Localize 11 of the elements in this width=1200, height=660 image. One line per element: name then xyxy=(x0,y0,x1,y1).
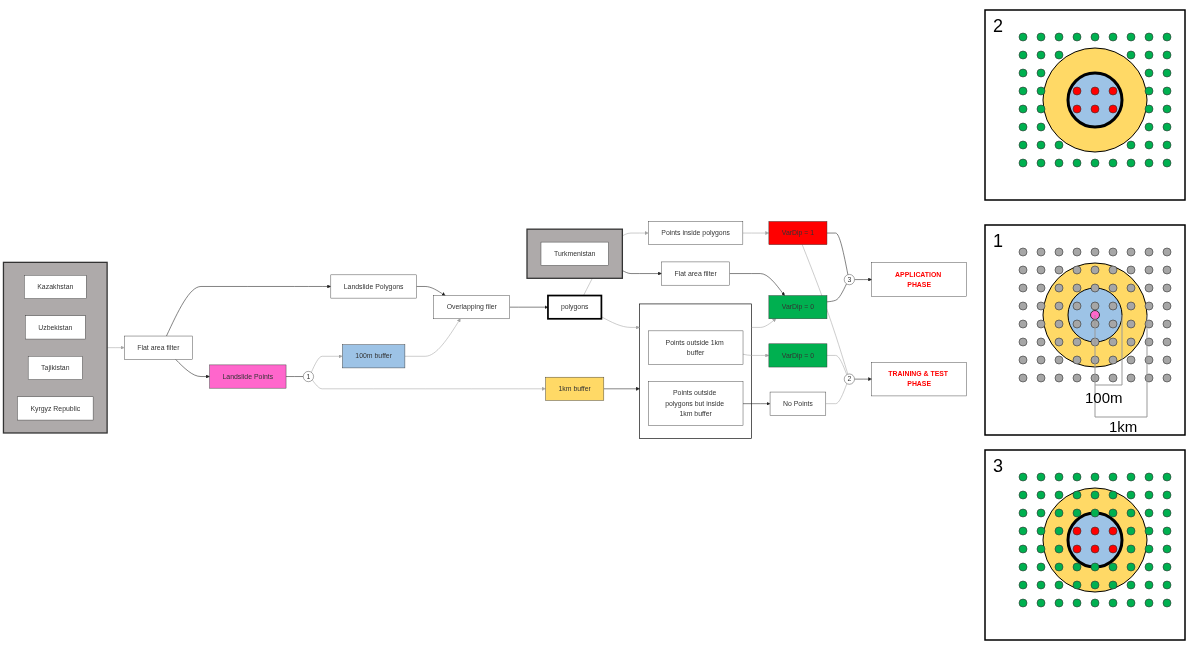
connector xyxy=(825,383,848,404)
inset-number: 2 xyxy=(993,16,1003,36)
inset-number: 3 xyxy=(993,456,1003,476)
inset-number: 1 xyxy=(993,231,1003,251)
dimension-label: 1km xyxy=(1109,418,1138,435)
connector xyxy=(826,355,848,375)
connector xyxy=(285,376,304,377)
cluster xyxy=(639,303,752,439)
cluster xyxy=(526,228,623,279)
dimension-label: 100m xyxy=(1085,389,1123,406)
cluster xyxy=(2,261,108,434)
